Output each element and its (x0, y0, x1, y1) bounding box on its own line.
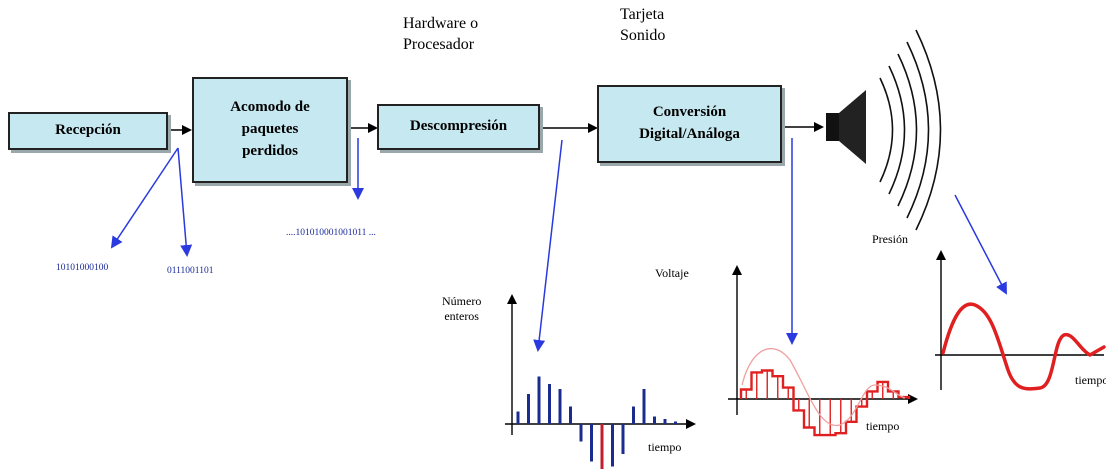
bits-arrow-left (110, 147, 179, 249)
pressure-xlabel: tiempo (1075, 373, 1106, 387)
integers-xlabel: tiempo (648, 440, 682, 454)
soundcard-header: Tarjeta Sonido (620, 6, 666, 44)
pressure-curve (941, 302, 1106, 391)
bitstream-left: 10101000100 (56, 263, 109, 273)
voltage-staircase (739, 369, 911, 437)
stage-packets: Acomodo de paquetes perdidos (192, 77, 348, 183)
bitstream-middle: 0111001101 (167, 266, 214, 276)
hardware-header: Hardware o Procesador (403, 15, 479, 53)
voltage-smooth-curve (741, 347, 906, 426)
voltage-xlabel: tiempo (866, 419, 900, 433)
bits-arrow-middle (177, 147, 193, 257)
stage-conversion: Conversión Digital/Análoga (597, 85, 782, 163)
integers-ylabel: Número enteros (442, 294, 482, 323)
speaker-icon (826, 90, 866, 164)
integers-arrow (533, 139, 563, 352)
stage-reception: Recepción (8, 112, 168, 150)
pressure-plot (935, 250, 1106, 391)
voltage-plot (728, 265, 918, 437)
bitstream-right: ....101010001001011 ... (286, 228, 376, 238)
pressure-ylabel: Presión (872, 232, 908, 246)
stage-reception-label: Recepción (55, 122, 121, 139)
stage-decompression: Descompresión (377, 104, 540, 150)
integers-plot (505, 294, 696, 469)
pressure-arrow (954, 194, 1007, 295)
stage-conversion-label: Conversión Digital/Análoga (639, 104, 740, 142)
stage-packets-label: Acomodo de paquetes perdidos (230, 99, 310, 159)
stage-decompression-label: Descompresión (409, 118, 508, 135)
sound-waves-icon (879, 29, 942, 231)
voltage-ylabel: Voltaje (655, 266, 689, 280)
